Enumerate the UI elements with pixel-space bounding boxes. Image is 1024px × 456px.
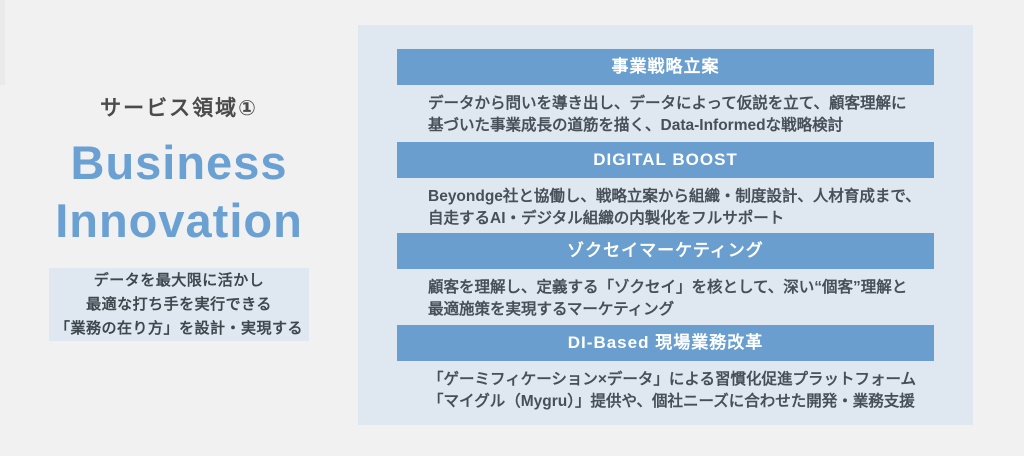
description-line: 自走するAI・デジタル組織の内製化をフルサポート — [428, 210, 785, 227]
summary-line: 最適な打ち手を実行できる — [86, 295, 272, 313]
description-line: 「ゲーミフィケーション×データ」による習慣化促進プラットフォーム — [428, 371, 917, 388]
summary-line: データを最大限に活かし — [93, 271, 265, 289]
section-header: 事業戦略立案 — [397, 49, 934, 85]
summary-box: データを最大限に活かし 最適な打ち手を実行できる 「業務の在り方」を設計・実現す… — [49, 268, 309, 341]
page-title: Business Innovation — [0, 134, 358, 250]
description-line: データから問いを導き出し、データによって仮説を立て、顧客理解に — [428, 95, 907, 112]
services-panel: 事業戦略立案 データから問いを導き出し、データによって仮説を立て、顧客理解に 基… — [358, 25, 973, 425]
section-header: ゾクセイマーケティング — [397, 233, 934, 269]
section-header: DI-Based 現場業務改革 — [397, 325, 934, 361]
summary-line: 「業務の在り方」を設計・実現する — [54, 319, 303, 337]
description-line: 基づいた事業成長の道筋を描く、Data-Informedな戦略検討 — [428, 117, 844, 134]
page-title-line-2: Innovation — [55, 194, 303, 247]
description-line: 顧客を理解し、定義する「ゾクセイ」を核として、深い“個客”理解と — [428, 279, 908, 296]
description-line: 最適施策を実現するマーケティング — [428, 301, 675, 318]
section-description: 「ゲーミフィケーション×データ」による習慣化促進プラットフォーム 「マイグル（M… — [428, 369, 958, 413]
section-header: DIGITAL BOOST — [397, 142, 934, 178]
left-column: サービス領域① Business Innovation データを最大限に活かし … — [0, 0, 358, 456]
description-line: 「マイグル（Mygru）」提供や、個社ニーズに合わせた開発・業務支援 — [428, 393, 915, 410]
service-area-label: サービス領域① — [100, 97, 258, 120]
description-line: Beyondge社と協働し、戦略立案から組織・制度設計、人材育成まで、 — [428, 188, 921, 205]
section-description: 顧客を理解し、定義する「ゾクセイ」を核として、深い“個客”理解と 最適施策を実現… — [428, 277, 958, 321]
section-description: データから問いを導き出し、データによって仮説を立て、顧客理解に 基づいた事業成長… — [428, 93, 958, 137]
section-description: Beyondge社と協働し、戦略立案から組織・制度設計、人材育成まで、 自走する… — [428, 186, 958, 230]
left-edge-shadow — [0, 0, 5, 85]
page-title-line-1: Business — [70, 136, 288, 189]
